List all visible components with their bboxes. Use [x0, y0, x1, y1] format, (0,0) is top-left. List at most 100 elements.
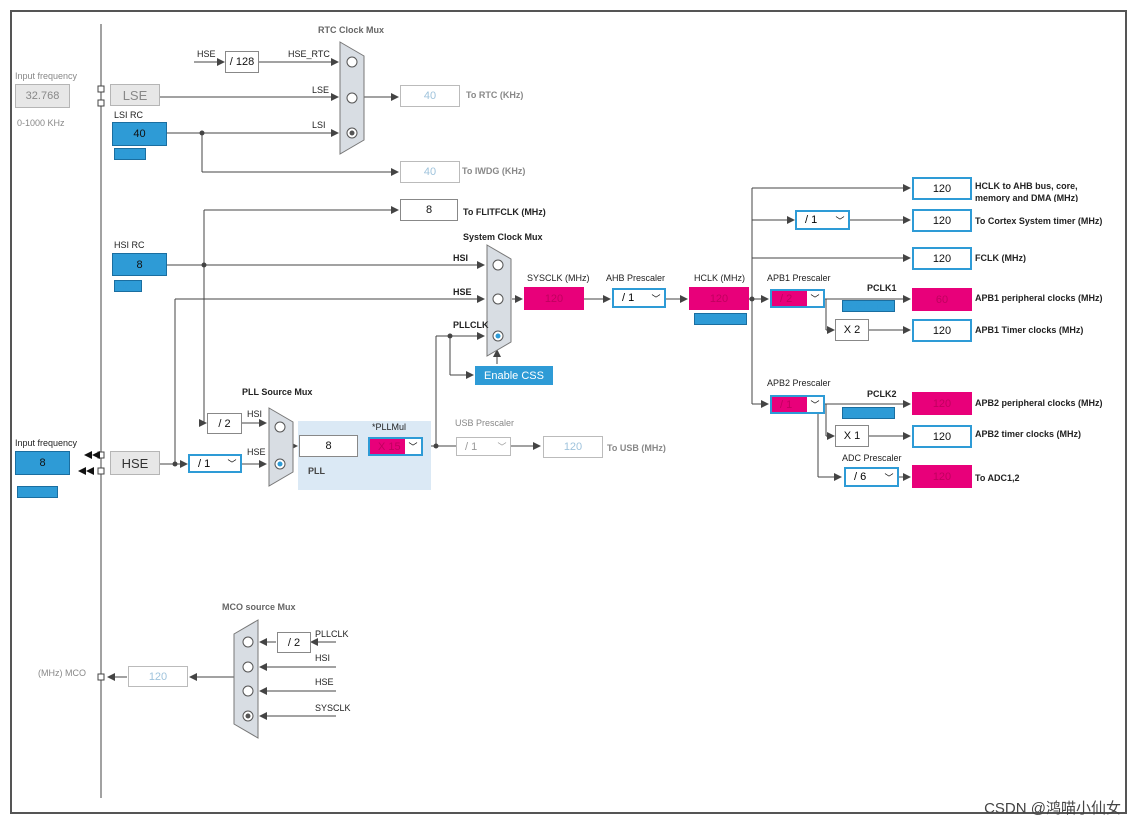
- apb1-timer-mul: X 2: [835, 319, 869, 341]
- iwdg-output-label: To IWDG (KHz): [462, 166, 526, 176]
- hse-block[interactable]: HSE: [110, 451, 160, 475]
- watermark: CSDN @鸿喵小仙女: [984, 800, 1121, 817]
- chevron-down-icon: ﹀: [497, 442, 507, 452]
- cortex-div-value: / 1: [805, 214, 818, 226]
- lse-input-label: Input frequency: [15, 71, 78, 81]
- ahb-prescaler-label: AHB Prescaler: [606, 273, 666, 283]
- apb1-prescaler-select[interactable]: / 2﹀: [770, 289, 825, 308]
- pll-input-value: 8: [299, 435, 358, 457]
- apb2-peripheral-label: APB2 peripheral clocks (MHz): [975, 398, 1103, 408]
- ahb-prescaler-select[interactable]: / 1 ﹀: [612, 288, 666, 308]
- mco-hse-label: HSE: [315, 677, 334, 687]
- apb2-max: 72 MHz max: [842, 407, 895, 419]
- sysclk-value: 120: [524, 287, 584, 310]
- apb1-timer-label: APB1 Timer clocks (MHz): [975, 325, 1084, 335]
- apb1-prescaler-label: APB1 Prescaler: [767, 273, 831, 283]
- pll-source-mux-shape: [268, 407, 294, 487]
- cortex-label: To Cortex System timer (MHz): [975, 216, 1103, 226]
- mco-hsi-label: HSI: [315, 653, 331, 663]
- lse-block[interactable]: LSE: [110, 84, 160, 106]
- apb2-timer-mul: X 1: [835, 425, 869, 447]
- hse-prediv-value: / 1: [198, 457, 211, 470]
- rtc-lsi-label: LSI: [312, 120, 326, 130]
- adc-prescaler-select[interactable]: / 6﹀: [844, 467, 899, 487]
- fclk-label: FCLK (MHz): [975, 253, 1026, 263]
- usb-prescaler-select[interactable]: / 1 ﹀: [456, 437, 511, 456]
- pllmul-label: *PLLMul: [372, 422, 407, 432]
- sysclk-label: SYSCLK (MHz): [527, 273, 590, 283]
- hse-div128: / 128: [225, 51, 259, 73]
- pllmul-value: X 15: [370, 439, 405, 454]
- flitf-output: 8: [400, 199, 458, 221]
- mco-sysclk-label: SYSCLK: [315, 703, 351, 713]
- iwdg-output: 40: [400, 161, 460, 183]
- adc-prescaler-label: ADC Prescaler: [842, 453, 902, 463]
- lse-input-field[interactable]: 32.768: [15, 84, 70, 108]
- cortex-div-select[interactable]: / 1 ﹀: [795, 210, 850, 230]
- usb-output: 120: [543, 436, 603, 458]
- flitf-output-label: To FLITFCLK (MHz): [463, 207, 546, 217]
- hclk-ahb-label-1: HCLK to AHB bus, core,: [975, 181, 1078, 191]
- adc-label: To ADC1,2: [975, 473, 1020, 483]
- apb2-prescaler-label: APB2 Prescaler: [767, 378, 831, 388]
- adc-output: 120: [912, 465, 972, 488]
- apb2-prescaler-select[interactable]: / 1﹀: [770, 395, 825, 414]
- pclk2-label: PCLK2: [867, 389, 897, 399]
- apb2-peripheral-output: 120: [912, 392, 972, 415]
- hse-input-label: Input frequency: [15, 438, 78, 448]
- sysmux-pllclk-label: PLLCLK: [453, 320, 489, 330]
- ahb-prescaler-value: / 1: [622, 292, 635, 304]
- usb-output-label: To USB (MHz): [607, 443, 666, 453]
- apb1-timer-output: 120: [912, 319, 972, 342]
- chevron-down-icon: ﹀: [835, 215, 845, 226]
- rtc-mux-title: RTC Clock Mux: [318, 25, 385, 35]
- mco-label: (MHz) MCO: [38, 668, 86, 678]
- apb2-timer-label: APB2 timer clocks (MHz): [975, 429, 1082, 439]
- pll-src-hse-label: HSE: [247, 447, 266, 457]
- apb1-max: 36 MHz max: [842, 300, 895, 312]
- rtc-lse-label: LSE: [312, 85, 330, 95]
- hsi-label: HSI RC: [114, 240, 145, 250]
- hse-range: 4-16 MHz: [17, 486, 59, 498]
- enable-css-button[interactable]: Enable CSS: [475, 366, 553, 385]
- apb2-prescaler-value: / 1: [772, 397, 807, 412]
- sysmux-hsi-label: HSI: [453, 253, 469, 263]
- pll-source-mux-title: PLL Source Mux: [242, 387, 313, 397]
- hclk-ahb-label-2: memory and DMA (MHz): [975, 193, 1079, 202]
- hclk-label: HCLK (MHz): [694, 273, 745, 283]
- chevron-down-icon: ﹀: [651, 293, 661, 304]
- rtc-hse-label: HSE: [197, 49, 216, 59]
- usb-prescaler-label: USB Prescaler: [455, 418, 515, 428]
- pll-label: PLL: [308, 466, 325, 476]
- usb-prescaler-value: / 1: [465, 440, 478, 453]
- mco-output: 120: [128, 666, 188, 687]
- apb1-peripheral-label: APB1 peripheral clocks (MHz): [975, 293, 1103, 303]
- chevron-down-icon: ﹀: [810, 400, 820, 410]
- lsi-label: LSI RC: [114, 110, 144, 120]
- apb2-timer-output: 120: [912, 425, 972, 448]
- cortex-output: 120: [912, 209, 972, 232]
- apb1-prescaler-value: / 2: [772, 291, 807, 306]
- rtc-output: 40: [400, 85, 460, 107]
- pllmul-select[interactable]: X 15﹀: [368, 437, 423, 456]
- hsi-div2: / 2: [207, 413, 242, 434]
- diagram-frame: [10, 10, 1127, 814]
- hse-prediv-select[interactable]: / 1 ﹀: [188, 454, 242, 473]
- chevron-down-icon: ﹀: [884, 472, 894, 483]
- pclk1-label: PCLK1: [867, 283, 897, 293]
- hse-input-field[interactable]: 8: [15, 451, 70, 475]
- sysmux-hse-label: HSE: [453, 287, 472, 297]
- chevron-down-icon: ﹀: [227, 459, 237, 469]
- rtc-output-label: To RTC (KHz): [466, 90, 524, 100]
- lse-range: 0-1000 KHz: [17, 118, 65, 128]
- mco-pll-div2: / 2: [277, 632, 311, 653]
- hse-rtc-label: HSE_RTC: [288, 49, 330, 59]
- fclk-output: 120: [912, 247, 972, 270]
- hclk-ahb-output: 120: [912, 177, 972, 200]
- mco-mux-title: MCO source Mux: [222, 602, 296, 612]
- hsi-freq: 8 MHz: [114, 280, 143, 292]
- sysclk-mux-title: System Clock Mux: [463, 232, 543, 242]
- lsi-value: 40: [112, 122, 167, 146]
- hclk-value: 120: [689, 287, 749, 310]
